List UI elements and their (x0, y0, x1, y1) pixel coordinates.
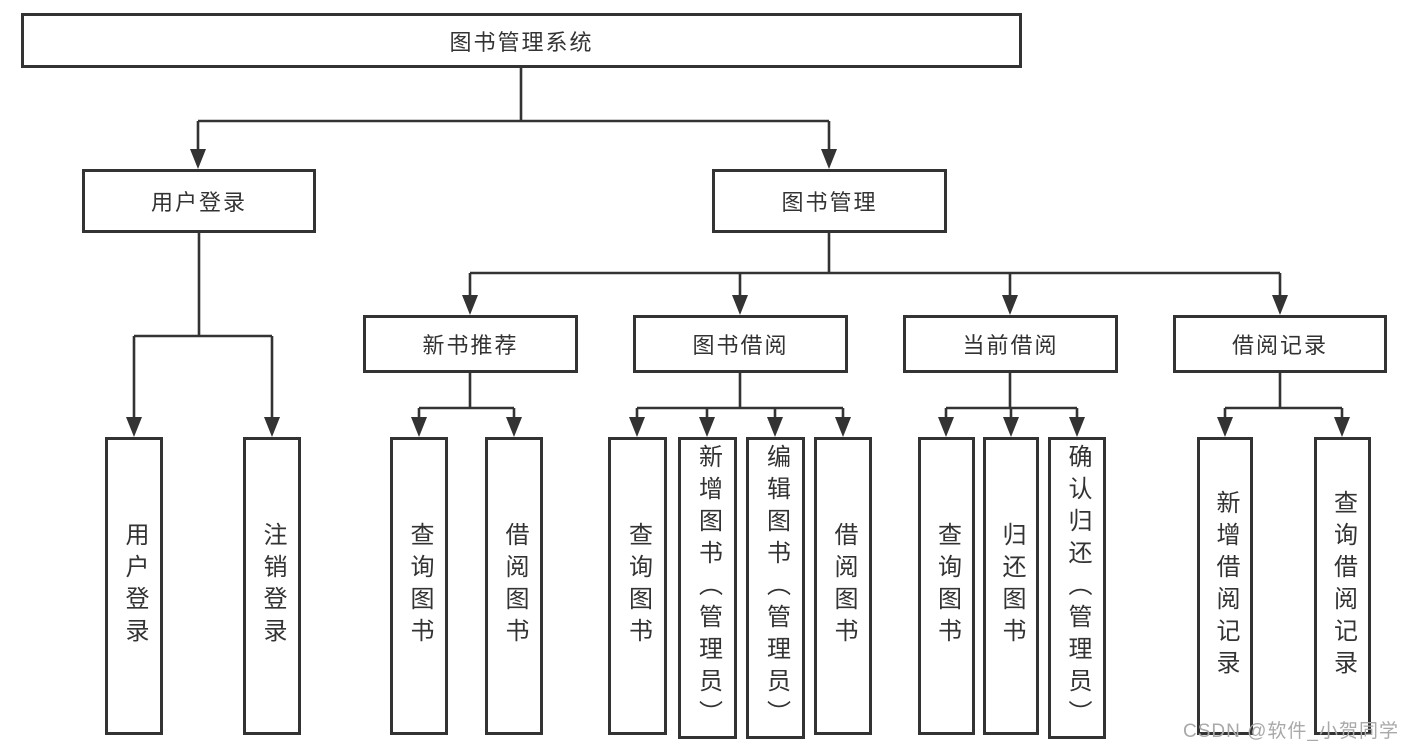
arrowhead (629, 417, 645, 437)
node-label: 新增图书（管理员） (694, 444, 722, 732)
arrowhead (699, 417, 715, 437)
connector-path (468, 233, 1282, 298)
arrowhead (1069, 417, 1085, 437)
csdn-watermark: CSDN @软件_小贺同学 (1183, 721, 1399, 742)
connector-path (196, 68, 831, 152)
node-label: 查询图书 (933, 522, 961, 650)
arrowhead (190, 149, 206, 169)
arrowhead (821, 149, 837, 169)
node-confirm-return-admin: 确认归还（管理员） (1048, 437, 1106, 739)
arrowhead (1003, 417, 1019, 437)
node-label: 借阅图书 (830, 522, 857, 650)
arrowhead (1217, 417, 1233, 437)
node-logout: 注销登录 (243, 437, 301, 735)
connector-path (944, 373, 1079, 420)
arrowhead (1334, 417, 1350, 437)
arrowhead (411, 417, 427, 437)
node-label: 注销登录 (259, 522, 286, 650)
node-borrow-books-recommend: 借阅图书 (485, 437, 543, 735)
connector-path (132, 233, 274, 420)
arrowhead (1002, 295, 1018, 315)
node-book-borrowing: 图书借阅 (633, 315, 848, 373)
node-new-book-recommendation: 新书推荐 (363, 315, 578, 373)
node-label: 确认归还（管理员） (1064, 444, 1091, 732)
node-query-books-borrow: 查询图书 (608, 437, 667, 735)
node-borrow-books: 借阅图书 (814, 437, 872, 735)
node-query-books-recommend: 查询图书 (390, 437, 448, 735)
connector-path (635, 373, 845, 420)
arrowhead (835, 417, 851, 437)
node-edit-books-admin: 编辑图书（管理员） (746, 437, 805, 739)
node-label: 新增借阅记录 (1212, 490, 1239, 682)
node-label: 借阅图书 (501, 522, 528, 650)
node-label: 编辑图书（管理员） (762, 444, 790, 732)
node-label: 查询借阅记录 (1329, 490, 1357, 682)
arrowhead (126, 417, 142, 437)
node-query-borrow-record: 查询借阅记录 (1314, 437, 1371, 735)
node-current-borrowing: 当前借阅 (903, 315, 1118, 373)
node-add-borrow-record: 新增借阅记录 (1197, 437, 1253, 735)
node-add-books-admin: 新增图书（管理员） (678, 437, 737, 739)
arrowhead (767, 417, 783, 437)
node-borrowing-records: 借阅记录 (1173, 315, 1387, 373)
arrowhead (462, 295, 478, 315)
node-user-login: 用户登录 (105, 437, 163, 735)
node-label: 查询图书 (624, 522, 652, 650)
node-label: 查询图书 (406, 522, 433, 650)
node-query-books-current: 查询图书 (918, 437, 975, 735)
node-label: 归还图书 (998, 522, 1025, 650)
node-root-system: 图书管理系统 (21, 13, 1022, 68)
arrowhead (938, 417, 954, 437)
arrowhead (506, 417, 522, 437)
node-label: 用户登录 (121, 522, 148, 650)
arrowhead (264, 417, 280, 437)
node-user-login-branch: 用户登录 (82, 169, 316, 233)
connector-path (1223, 373, 1344, 420)
arrowhead (1272, 295, 1288, 315)
node-book-management: 图书管理 (712, 169, 947, 233)
node-return-books: 归还图书 (983, 437, 1039, 735)
connector-path (417, 373, 516, 420)
arrowhead (732, 295, 748, 315)
